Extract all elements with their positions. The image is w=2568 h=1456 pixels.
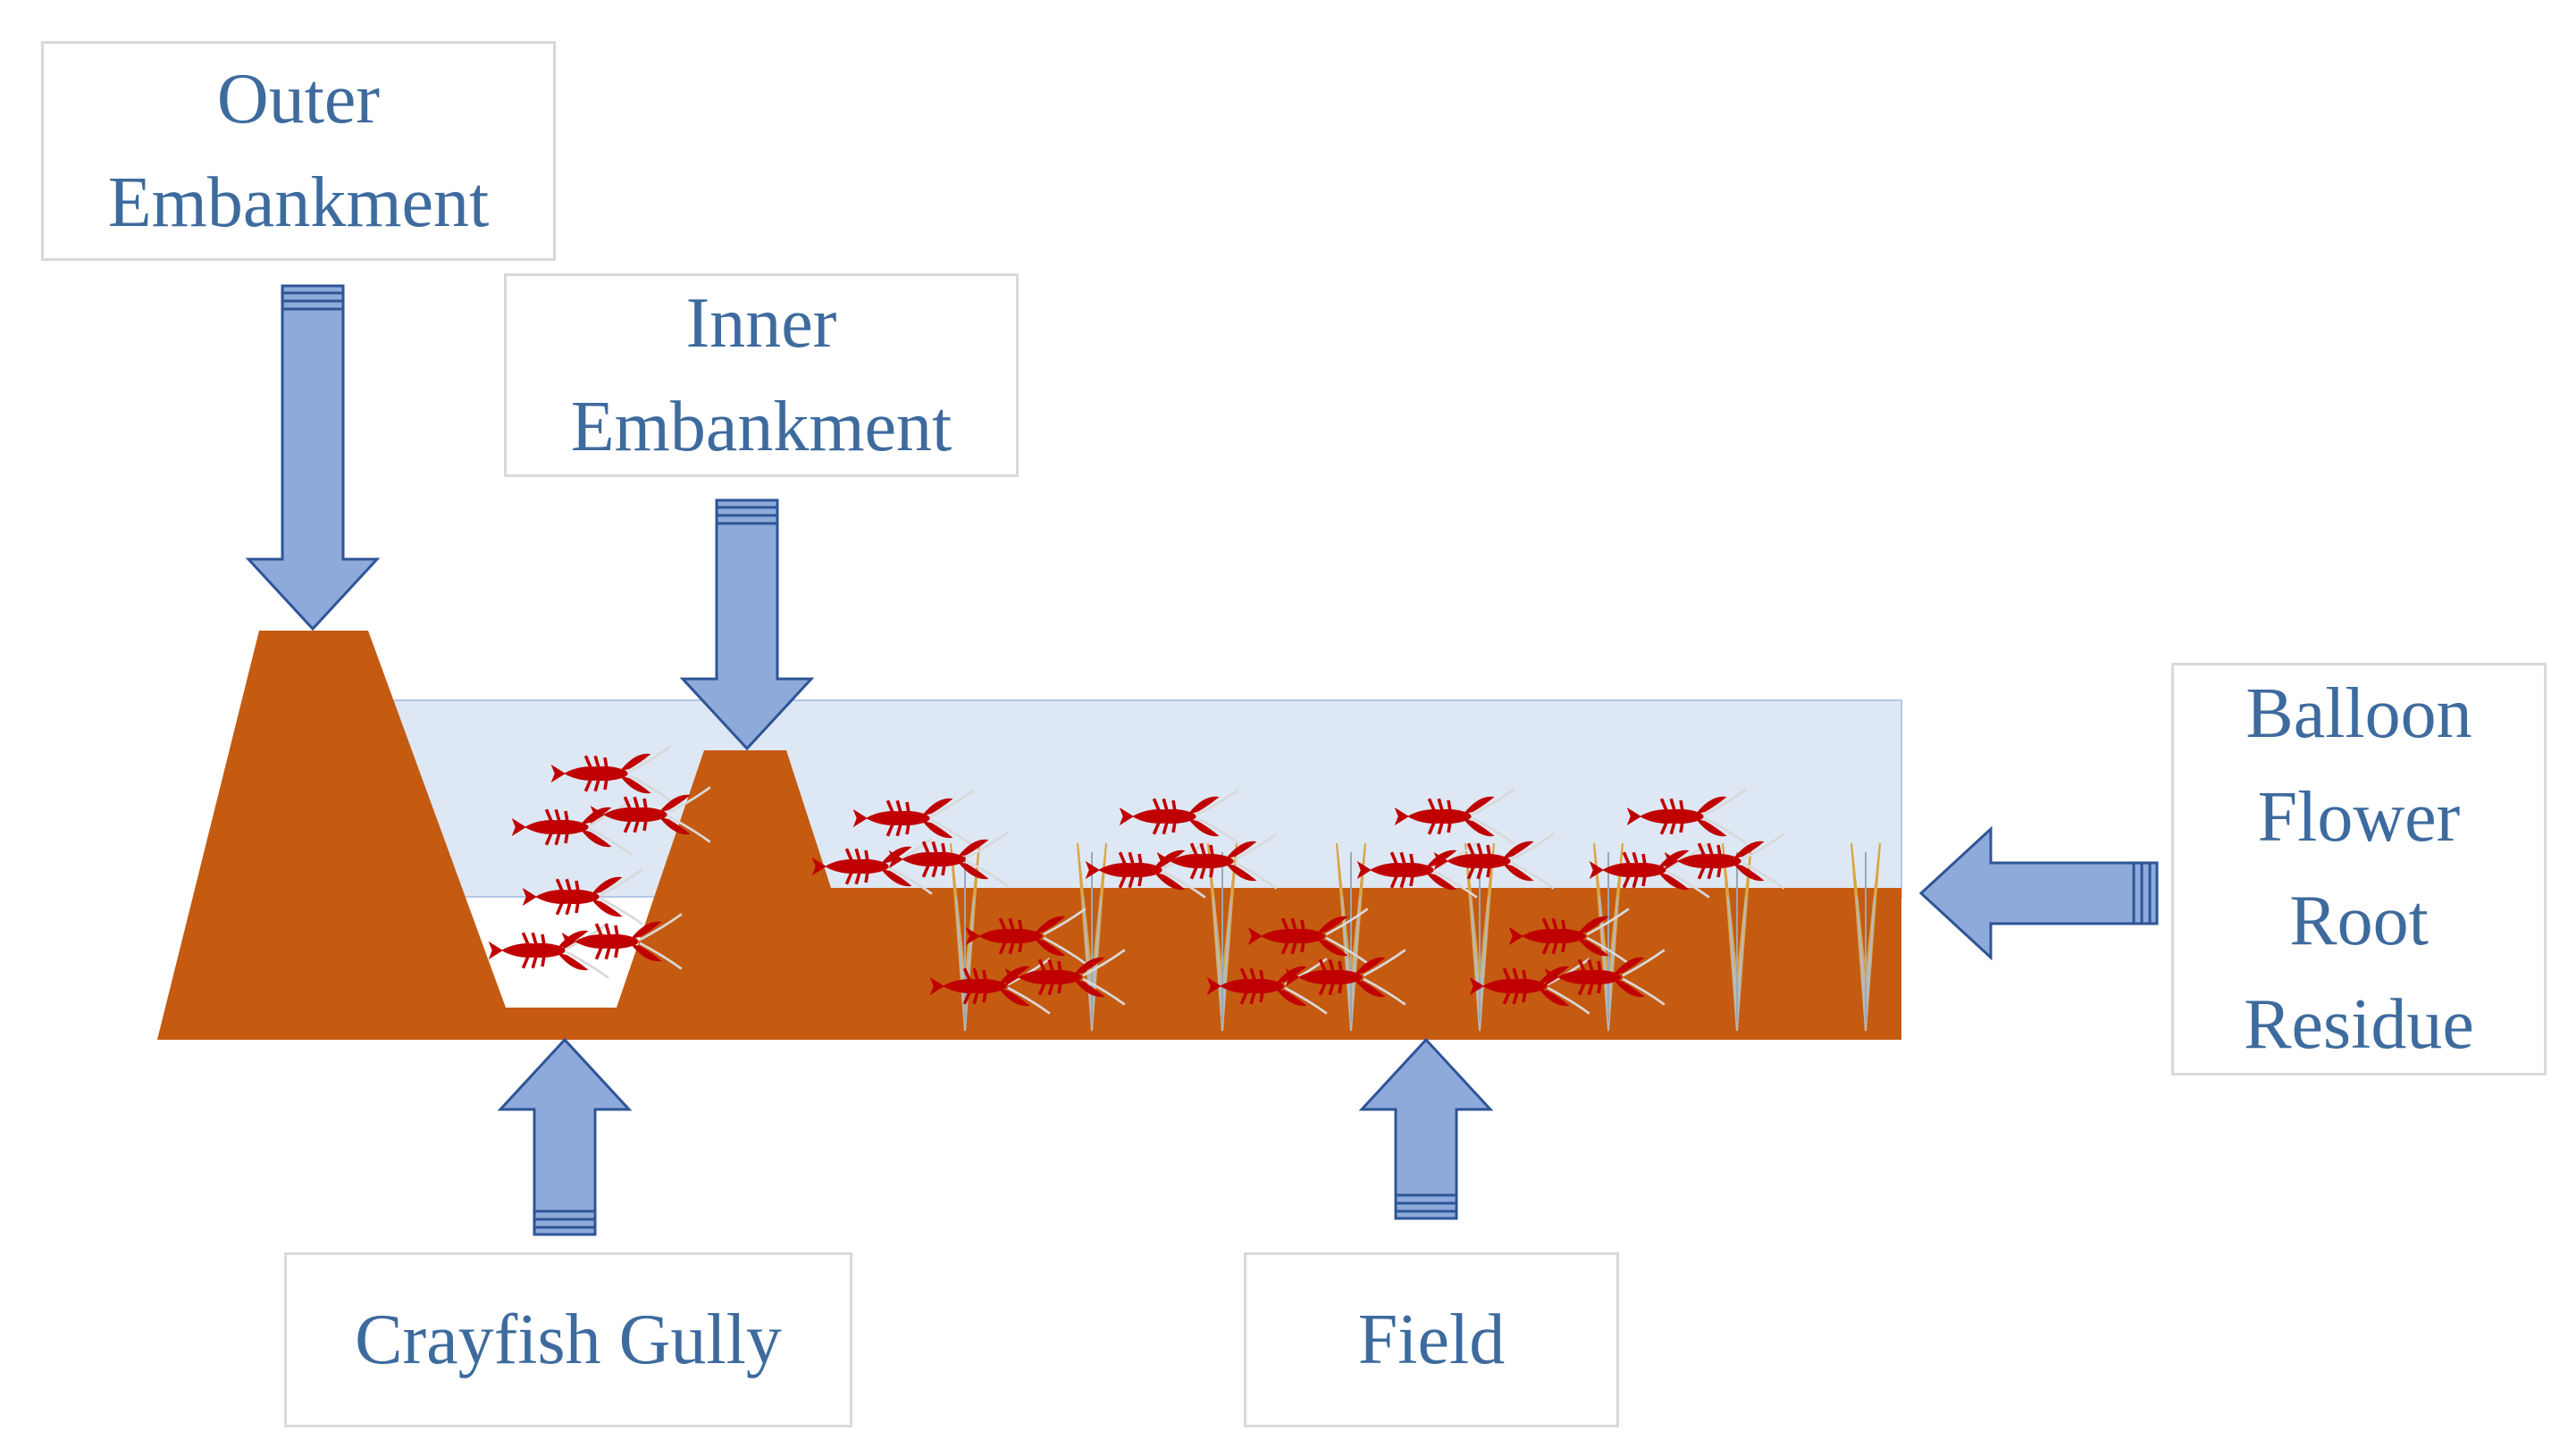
label-field-line-1: Field [1357,1301,1506,1379]
label-residue-line-2: Flower [2257,778,2461,857]
label-residue-line-1: Balloon [2245,674,2472,753]
arrow-outer-embankment [245,284,381,632]
soil-profile [157,631,1901,1040]
label-gully-line-1: Crayfish Gully [355,1301,782,1379]
label-inner-line-1: Inner [685,284,837,363]
arrow-crayfish-gully [497,1037,633,1236]
arrow-inner-embankment [679,498,815,751]
label-field: Field [1244,1252,1619,1427]
label-outer-line-2: Embankment [107,163,490,242]
label-crayfish-gully: Crayfish Gully [284,1252,852,1427]
arrow-field [1358,1037,1494,1220]
label-residue-line-3: Root [2289,882,2429,960]
crayfish-icon [487,922,610,979]
label-residue-line-4: Residue [2244,985,2474,1064]
label-outer-embankment: Outer Embankment [41,41,556,261]
label-outer-line-1: Outer [216,60,381,138]
label-inner-line-2: Embankment [570,388,953,466]
label-root-residue: Balloon Flower Root Residue [2171,663,2547,1075]
arrow-residue [1918,825,2159,961]
label-inner-embankment: Inner Embankment [504,273,1019,477]
